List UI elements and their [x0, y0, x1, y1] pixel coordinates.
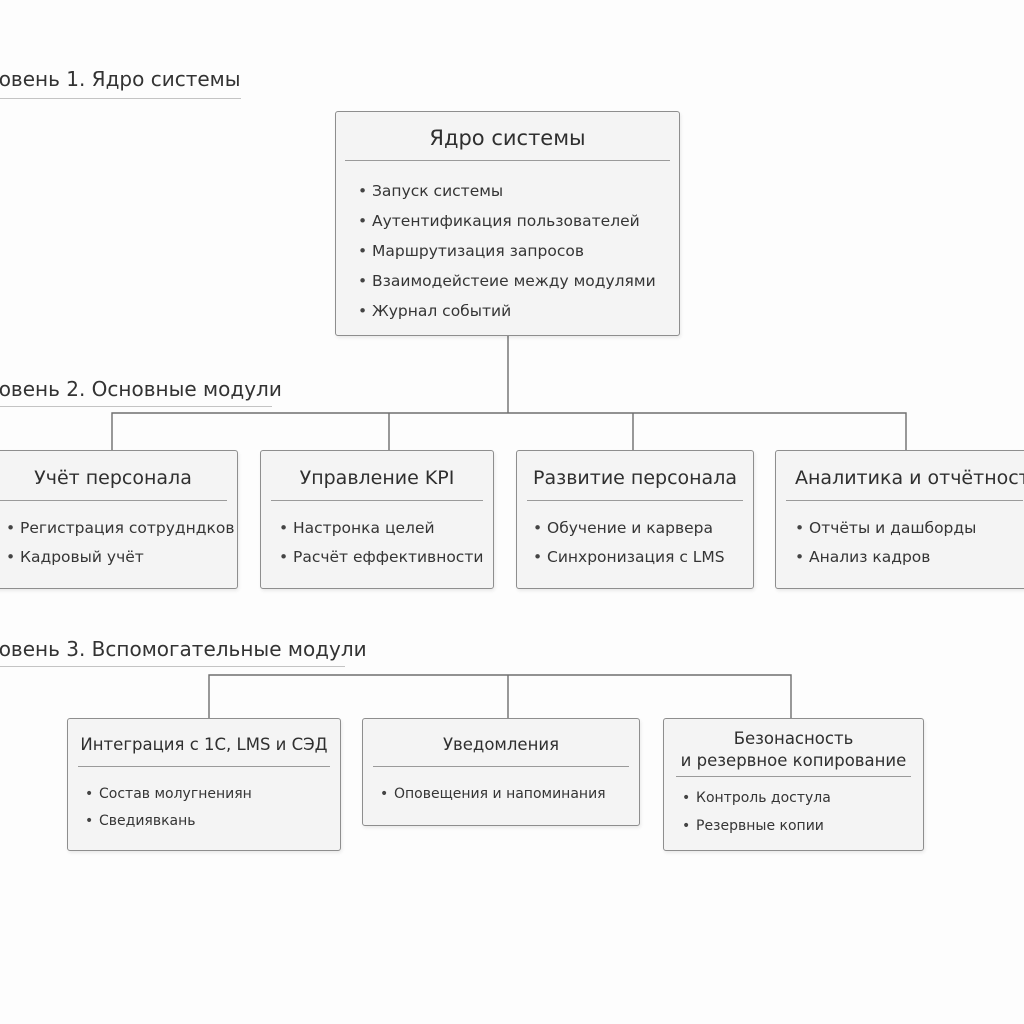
core-list: Запуск системы Аутентификация пользовате…	[358, 176, 679, 326]
module-item: Настронка целей	[279, 514, 493, 543]
level-3-title: ровень 3. Вспомогательные модули	[0, 637, 367, 661]
module-item: Расчёт еффективности	[279, 543, 493, 572]
module-item: Синхронизация с LMS	[533, 543, 753, 572]
aux-box-security: Безонасность и резервное копирование Кон…	[663, 718, 924, 851]
module-box-kpi: Управление KPI Настронка целей Расчёт еф…	[260, 450, 494, 589]
module-divider	[786, 500, 1023, 501]
module-title: Учёт персонала	[34, 467, 192, 489]
aux-item: Сведиявкань	[85, 808, 340, 835]
module-item: Регистрация сотрудндков	[6, 514, 237, 543]
module-list: Регистрация сотрудндков Кадровый учёт	[6, 514, 237, 572]
aux-divider	[78, 766, 330, 767]
aux-title: Безонасность	[733, 729, 854, 748]
module-list: Отчёты и дашборды Анализ кадров	[795, 514, 1024, 572]
module-box-development: Развитие персонала Обучение и карвера Си…	[516, 450, 754, 589]
aux-list: Контроль достула Резервные копии	[682, 784, 923, 840]
module-list: Настронка целей Расчёт еффективности	[279, 514, 493, 572]
module-title: Управление KPI	[299, 467, 455, 489]
core-item: Маршрутизация запросов	[358, 236, 679, 266]
aux-item: Резервные копии	[682, 812, 923, 840]
level-1-underline	[0, 98, 241, 99]
core-item: Взаимодейстеие между модулями	[358, 266, 679, 296]
module-item: Кадровый учёт	[6, 543, 237, 572]
module-divider	[527, 500, 743, 501]
core-divider	[345, 160, 670, 161]
module-item: Отчёты и дашборды	[795, 514, 1024, 543]
aux-box-integration: Интеграция с 1С, LMS и СЭД Состав молугн…	[67, 718, 341, 851]
aux-title: Уведомления	[442, 735, 559, 754]
aux-list: Состав молугнениян Сведиявкань	[85, 781, 340, 835]
core-item: Запуск системы	[358, 176, 679, 206]
module-title: Развитие персонала	[533, 467, 737, 489]
aux-divider	[373, 766, 629, 767]
core-box: Ядро системы Запуск системы Аутентификац…	[335, 111, 680, 336]
module-divider	[271, 500, 483, 501]
core-title: Ядро системы	[429, 126, 586, 150]
module-divider	[0, 500, 227, 501]
aux-divider	[676, 776, 911, 777]
aux-list: Оповещения и напоминания	[380, 781, 639, 808]
module-list: Обучение и карвера Синхронизация с LMS	[533, 514, 753, 572]
aux-title: Интеграция с 1С, LMS и СЭД	[80, 735, 328, 754]
module-item: Обучение и карвера	[533, 514, 753, 543]
aux-item: Состав молугнениян	[85, 781, 340, 808]
module-item: Анализ кадров	[795, 543, 1024, 572]
module-box-analytics: Аналитика и отчётность Отчёты и дашборды…	[775, 450, 1024, 589]
aux-box-notifications: Уведомления Оповещения и напоминания	[362, 718, 640, 826]
level3-connector	[208, 674, 792, 718]
aux-item: Оповещения и напоминания	[380, 781, 639, 808]
module-box-personnel: Учёт персонала Регистрация сотрудндков К…	[0, 450, 238, 589]
module-title: Аналитика и отчётность	[795, 467, 1024, 489]
core-item: Журнал событий	[358, 296, 679, 326]
level-1-title: ровень 1. Ядро системы	[0, 67, 241, 91]
level-2-underline	[0, 406, 272, 407]
level-2-title: ровень 2. Основные модули	[0, 377, 282, 401]
core-item: Аутентификация пользователей	[358, 206, 679, 236]
level-3-underline	[0, 666, 345, 667]
aux-title-line-2: и резервное копирование	[680, 751, 907, 770]
aux-item: Контроль достула	[682, 784, 923, 812]
